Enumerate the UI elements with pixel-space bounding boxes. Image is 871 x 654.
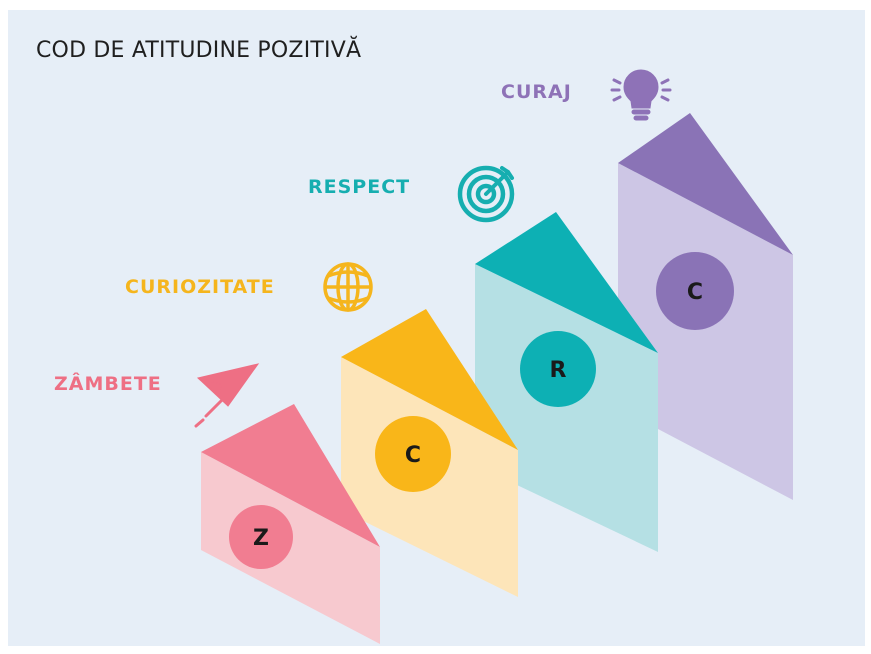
step-curiozitate: C: [341, 309, 518, 597]
step-curaj-circle: [656, 252, 734, 330]
step-zambete-letter: Z: [253, 526, 269, 551]
step-zambete-top: [201, 404, 380, 547]
step-curaj-letter: C: [687, 280, 703, 305]
step-respect-front: [475, 264, 658, 552]
step-zambete-circle: [229, 505, 293, 569]
paper-plane-icon: [194, 363, 260, 428]
step-respect-circle: [520, 331, 596, 407]
globe-icon: [323, 262, 373, 312]
label-curaj: CURAJ: [501, 81, 572, 103]
step-curaj-front: [618, 163, 793, 500]
page-title: COD DE ATITUDINE POZITIVĂ: [36, 38, 362, 63]
step-zambete: Z: [201, 404, 380, 644]
step-curiozitate-top: [341, 309, 518, 450]
step-respect: R: [475, 212, 658, 552]
step-respect-letter: R: [550, 358, 567, 383]
staircase-diagram: C R C Z ZÂMBETE CURIOZITATE RESPECT CURA…: [54, 69, 793, 644]
step-respect-top: [475, 212, 658, 353]
target-icon: [457, 165, 515, 223]
label-curiozitate: CURIOZITATE: [125, 276, 275, 298]
step-curiozitate-letter: C: [405, 443, 421, 468]
lightbulb-icon: [610, 69, 672, 121]
label-zambete: ZÂMBETE: [54, 372, 162, 395]
step-curiozitate-circle: [375, 416, 451, 492]
step-curaj-top: [618, 113, 793, 255]
diagram-panel: COD DE ATITUDINE POZITIVĂ C R C: [8, 10, 865, 646]
label-respect: RESPECT: [308, 176, 410, 198]
step-curaj: C: [618, 113, 793, 500]
